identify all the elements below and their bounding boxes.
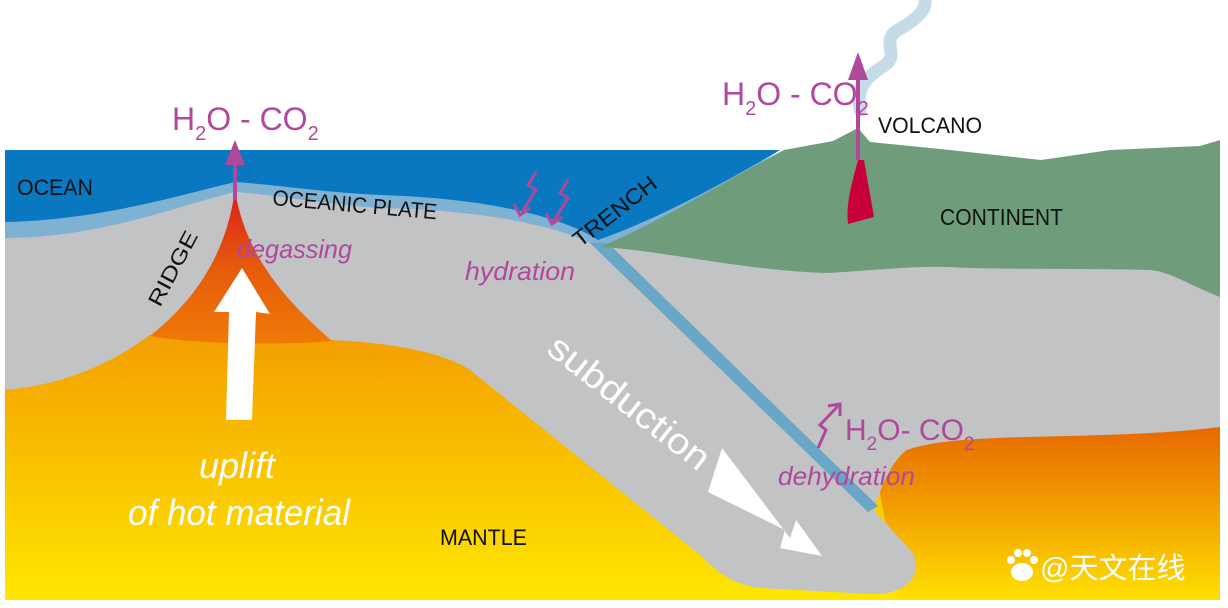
mantle-wedge — [870, 420, 1220, 600]
gas-label-volcano: H2O - CO2 — [722, 76, 869, 120]
ridge-degassing-arrow — [225, 140, 245, 200]
label-hot-material: of hot material — [128, 492, 351, 533]
label-continent: CONTINENT — [940, 204, 1063, 230]
label-mantle: MANTLE — [440, 525, 527, 550]
continent — [600, 128, 1220, 297]
hydration-arrows — [512, 171, 571, 227]
ocean — [5, 150, 780, 240]
label-dehydration: dehydration — [778, 461, 915, 491]
magma-chamber — [847, 160, 874, 224]
volcano-degassing-arrow — [848, 52, 868, 160]
dehydration-arrow — [816, 402, 842, 449]
paw-logo-icon — [1007, 549, 1038, 581]
label-ocean: OCEAN — [17, 175, 93, 200]
gas-label-ridge: H2O - CO2 — [172, 101, 319, 145]
lithosphere — [5, 180, 1220, 595]
subduction-arrow — [708, 448, 822, 556]
ridge-upwelling — [150, 190, 332, 344]
label-hydration: hydration — [465, 256, 575, 286]
label-volcano: VOLCANO — [878, 113, 982, 138]
volcanic-plume — [852, 0, 932, 117]
uplift-arrow — [214, 268, 270, 420]
label-degassing: degassing — [237, 234, 353, 264]
label-uplift: uplift — [199, 445, 277, 486]
watermark: @天文在线 — [1007, 549, 1185, 585]
watermark-text: @天文在线 — [1040, 552, 1185, 585]
gas-label-dehydration: H2O- CO2 — [845, 414, 975, 455]
slab-crust — [590, 243, 878, 512]
